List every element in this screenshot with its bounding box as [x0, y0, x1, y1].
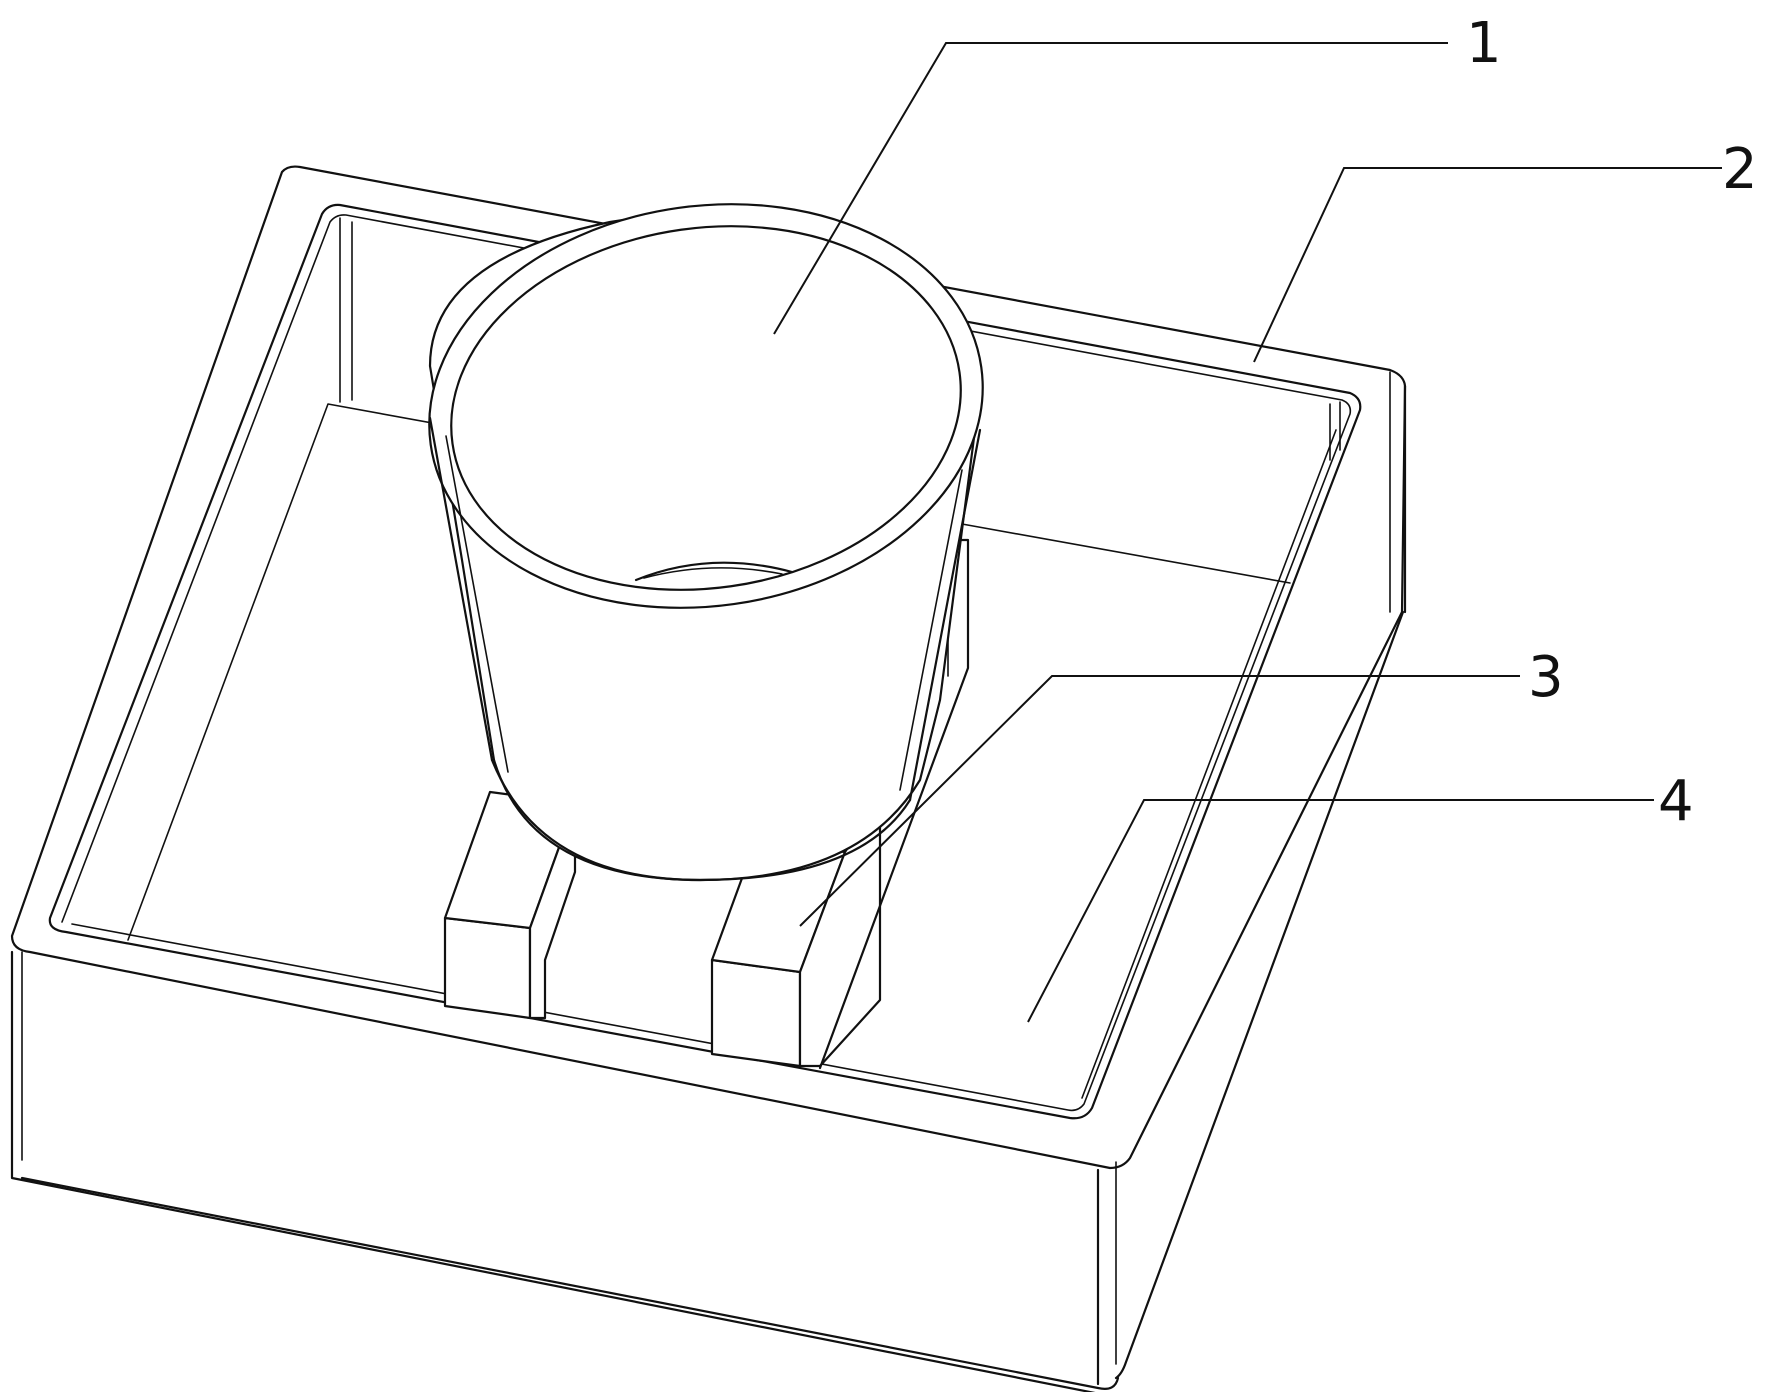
right-rib	[710, 958, 802, 1068]
tray-right-face	[1114, 384, 1407, 1380]
tray-inner-rim	[48, 203, 1362, 1120]
cup-left-side-inner	[445, 435, 509, 773]
left-rib	[443, 916, 532, 1020]
cup-right-side	[908, 428, 982, 802]
tray	[10, 165, 1407, 1392]
callout-labels: 1 2 3 4	[1466, 11, 1758, 834]
back-rib	[818, 538, 970, 1070]
cup-inner-floor-2	[643, 567, 783, 579]
cup-bottom	[490, 758, 912, 882]
callout-label-4: 4	[1658, 769, 1694, 834]
callout-label-3: 3	[1528, 645, 1564, 710]
callout-label-2: 2	[1722, 137, 1758, 202]
callout-label-1: 1	[1466, 11, 1502, 76]
cup-inner-floor	[634, 561, 794, 582]
tray-inner-rim-2	[61, 214, 1352, 1112]
cup-left-side	[428, 416, 494, 762]
leader-1	[773, 42, 1448, 335]
leader-4	[1027, 799, 1654, 1023]
leader-2	[1253, 167, 1722, 363]
cup-right-side-inner	[899, 469, 963, 791]
tray-front-bottom	[20, 1176, 1120, 1390]
cup	[428, 203, 984, 882]
leader-lines	[773, 42, 1722, 1023]
tray-outer-rim	[10, 165, 1407, 1170]
tray-front-face	[10, 950, 1096, 1392]
leader-3	[799, 675, 1520, 927]
cup-rim-outer	[428, 203, 984, 609]
cup-rim-inner	[450, 225, 962, 591]
tray-inner-wall-right	[1329, 401, 1341, 461]
tray-inner-wall-left	[339, 217, 353, 403]
